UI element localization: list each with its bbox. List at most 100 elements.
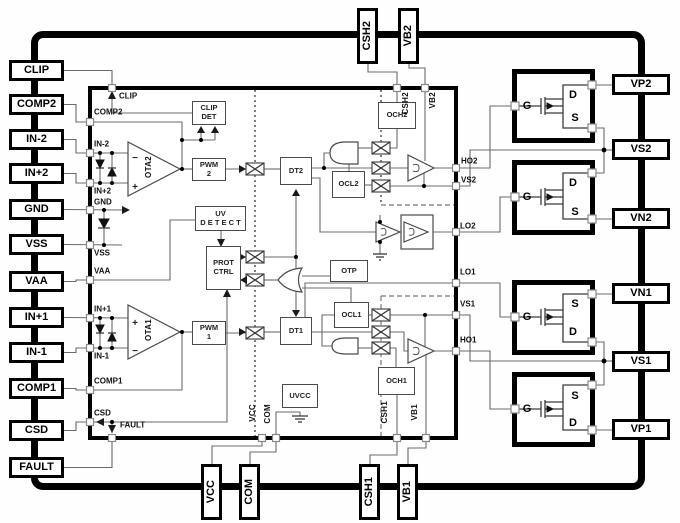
die-label-in+2: IN+2 [94, 186, 112, 196]
signal-arrows [96, 91, 300, 433]
pin-comp2: COMP2 [9, 94, 64, 115]
die-label-vb1: VB1 [410, 404, 419, 421]
mosfet3-gate-label: G [522, 311, 532, 323]
pad [587, 123, 597, 133]
zener-diode-icon [98, 218, 110, 230]
die-label-comp2: COMP2 [94, 107, 123, 117]
die-label-vs1: VS1 [460, 299, 476, 309]
die-label-ho1: HO1 [460, 335, 477, 345]
input-clamp-diodes-ch2 [95, 159, 117, 177]
level-shifter-icon [371, 179, 391, 193]
mosfet3-source-label: S [571, 298, 579, 310]
level-shifter-icon [371, 325, 391, 339]
pad [107, 433, 117, 443]
pwm1-out-arrow-icon [239, 328, 246, 336]
pad [392, 433, 402, 443]
level-shifter-icon [371, 308, 391, 322]
gate-pad [510, 312, 520, 322]
gate-pad [510, 192, 520, 202]
ground-icon [373, 253, 387, 261]
ota1-label: OTA1 [144, 319, 153, 341]
pad [451, 181, 461, 191]
pad [85, 205, 95, 215]
die-label-in-2: IN-2 [94, 139, 110, 149]
pin-in-2: IN-2 [9, 129, 64, 150]
pin-in+1: IN+1 [9, 307, 64, 328]
level-shifter-icon [245, 326, 265, 340]
pad [587, 425, 597, 435]
gate-pad [510, 404, 520, 414]
and-gate-icon [331, 337, 359, 355]
csd-arrow-icon [96, 418, 104, 426]
mosfet-icon [517, 293, 589, 343]
ocl1-block: OCL1 [334, 302, 369, 328]
level-shifter-icons [245, 141, 391, 355]
package-outline [31, 31, 645, 490]
pad [85, 275, 95, 285]
level-shifter-icon [245, 162, 265, 176]
ota1-opamp-icon [127, 304, 182, 360]
pad [85, 343, 95, 353]
level-shifter-icon [371, 161, 391, 175]
die-label-clip: CLIP [119, 91, 138, 101]
clipdet-arrow-icon [211, 126, 219, 133]
ota2-opamp-icon [127, 141, 182, 197]
dt2-block: DT2 [280, 157, 312, 185]
dt2-shutdown-arrow-icon [292, 189, 300, 196]
ota1-plus-input: + [132, 318, 138, 329]
pad [85, 385, 95, 395]
uv-to-prot-arrow-icon [217, 239, 225, 247]
clipdet-arrow-icon [197, 126, 205, 133]
pin-csh2: CSH2 [357, 8, 378, 64]
mosfet-icon [517, 384, 589, 431]
pad [451, 163, 461, 173]
pads [85, 80, 597, 443]
dt1-shutdown-arrow-icon [292, 310, 300, 317]
och2-block: OCH2 [378, 102, 416, 129]
pad [107, 83, 117, 93]
ota1-minus-input: − [132, 346, 138, 357]
die-label-csd: CSD [94, 408, 111, 418]
pin-vs2: VS2 [612, 139, 670, 160]
pin-gnd: GND [9, 199, 64, 220]
pad [451, 227, 461, 237]
mosfet1-source-label: S [571, 112, 579, 124]
prot-input-arrow-icon [223, 289, 231, 297]
uvcc-block: UVCC [282, 384, 318, 408]
pad [451, 346, 461, 356]
pad [392, 83, 402, 93]
die-label-fault: FAULT [120, 420, 146, 430]
level-shifter-icon [245, 273, 265, 287]
gnd-arrow-icon [122, 206, 130, 214]
clip-arrow-icon [108, 91, 116, 99]
pad [421, 433, 431, 443]
die-label-com: COM [263, 404, 272, 424]
die-label-in+1: IN+1 [94, 304, 112, 314]
pad [451, 278, 461, 288]
mosfet4-gate-label: G [522, 403, 532, 415]
pad [587, 214, 597, 224]
fault-arrow-icon [108, 425, 116, 433]
mosfet-icon [517, 84, 589, 129]
ground-icon [292, 415, 308, 423]
och1-block: OCH1 [378, 367, 415, 395]
pad [587, 168, 597, 178]
die-label-csh1: CSH1 [380, 401, 389, 424]
pad [587, 80, 597, 90]
lo2-predriver-icon [375, 221, 402, 243]
input-clamp-diodes-ch1 [95, 324, 117, 342]
pwm2-out-arrow-icon [239, 165, 246, 173]
mosfet2-gate-label: G [522, 191, 532, 203]
ota2-plus-input: + [132, 182, 138, 193]
pad [257, 433, 267, 443]
pad [85, 148, 95, 158]
pad [271, 433, 281, 443]
die-label-in-1: IN-1 [94, 351, 110, 361]
mosfet2-source-label: S [571, 206, 579, 218]
die-label-vss: VSS [94, 248, 111, 258]
level-shifter-icon [371, 141, 391, 155]
